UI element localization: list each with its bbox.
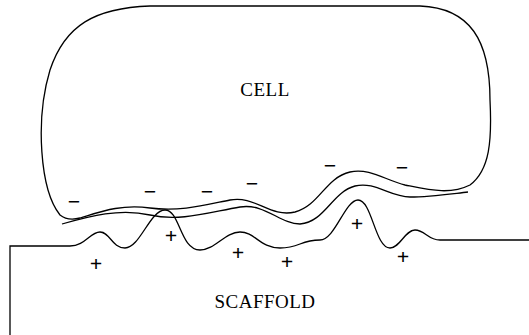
charge-sign: − [396,157,409,179]
scaffold-shape: SCAFFOLD [10,198,529,335]
node-label: CELL [240,79,290,101]
charge-sign: + [232,242,245,264]
outline [30,3,498,231]
outline-path [62,185,468,224]
charge-sign: − [246,173,259,195]
outline-path [41,6,490,219]
charge-sign: + [281,251,294,273]
charge-sign: − [324,155,337,177]
charge-sign: − [201,181,214,203]
cell-shape: CELL [30,3,498,231]
outline [10,198,529,335]
charge-sign: + [397,246,410,268]
charge-sign: − [144,181,157,203]
charge-sign: − [68,191,81,213]
charge-sign: + [351,213,364,235]
charge-sign: + [90,253,103,275]
charge-sign: + [165,225,178,247]
node-label: SCAFFOLD [214,291,315,313]
outline-path [10,200,529,335]
